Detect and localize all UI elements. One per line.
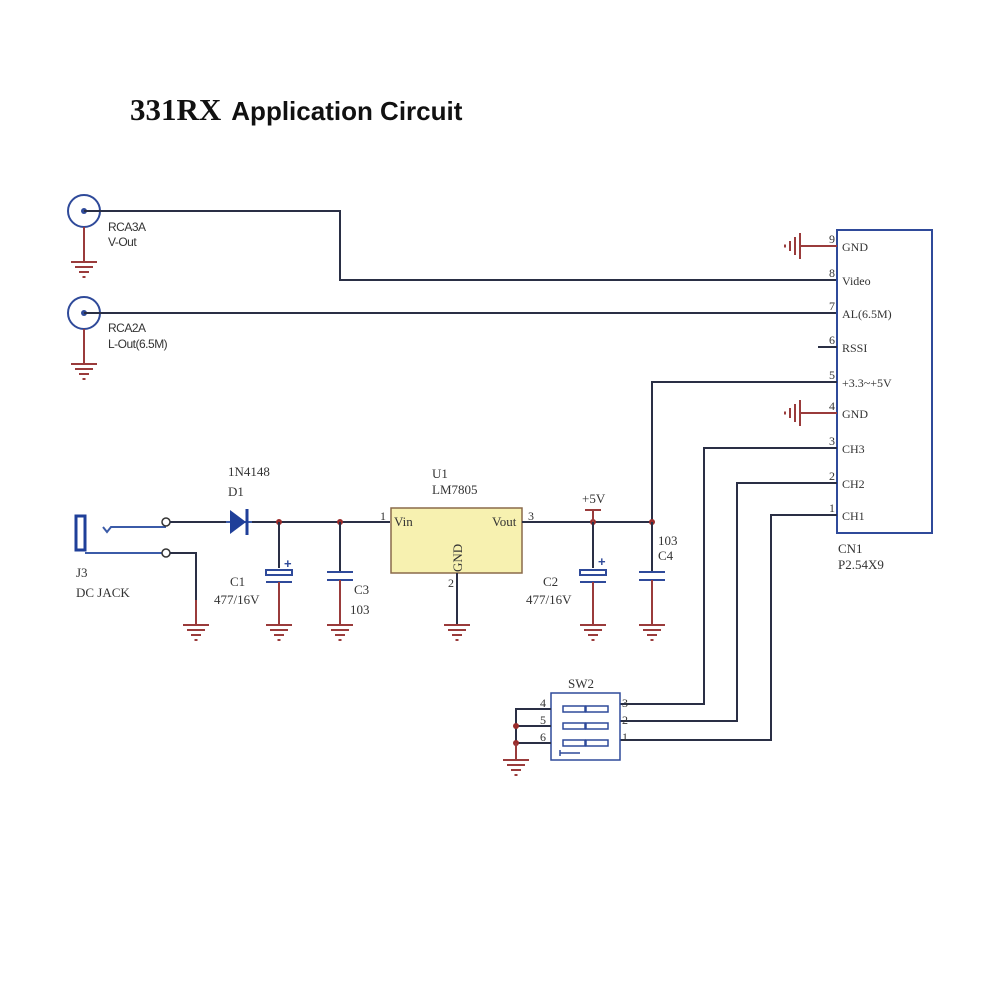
ch2-wire (620, 482, 837, 722)
ground-icon (182, 624, 210, 641)
connector-pin-label: GND (842, 240, 868, 254)
c3-ref: C3 (354, 582, 369, 597)
regulator-part: LM7805 (432, 482, 478, 497)
rca-v-ref: RCA3A (108, 220, 146, 234)
switch-pin: 1 (622, 730, 628, 744)
capacitor-c4: 103 C4 (638, 522, 678, 641)
ground-icon (784, 399, 801, 427)
connector-pin-label: AL(6.5M) (842, 307, 892, 321)
capacitor-c3: C3 103 (326, 522, 370, 641)
diode-ref: D1 (228, 484, 244, 499)
diode-d1: 1N4148 D1 (170, 464, 270, 535)
regulator-pin-gnd: 2 (448, 576, 454, 590)
connector-ref: CN1 (838, 541, 863, 556)
regulator-pin-in: 1 (380, 509, 386, 523)
c1-value: 477/16V (214, 592, 260, 607)
ground-icon (784, 232, 801, 260)
connector-pin-label: Video (842, 274, 871, 288)
title-text: Application Circuit (231, 96, 463, 126)
switch-pin: 5 (540, 713, 546, 727)
switch-pin: 2 (622, 713, 628, 727)
svg-text:+: + (598, 554, 606, 569)
connector-pin-number: 6 (829, 333, 835, 347)
c1-ref: C1 (230, 574, 245, 589)
connector-pin-label: +3.3~+5V (842, 376, 892, 390)
regulator-ref: U1 (432, 466, 448, 481)
connector-pin-number: 2 (829, 469, 835, 483)
ground-icon (265, 624, 293, 641)
ground-icon (70, 363, 98, 380)
rca-l-out: RCA2A L-Out(6.5M) (67, 296, 168, 380)
ch1-wire (620, 514, 837, 741)
connector-part: P2.54X9 (838, 557, 884, 572)
switch-ref: SW2 (568, 676, 594, 691)
connector-pin-number: 5 (829, 368, 835, 382)
connector-pin-label: GND (842, 407, 868, 421)
regulator-gnd-label: GND (450, 544, 465, 572)
connector-pin-label: RSSI (842, 341, 867, 355)
diode-part: 1N4148 (228, 464, 270, 479)
regulator-vin-label: Vin (394, 514, 413, 529)
ground-icon (502, 759, 530, 776)
connector-pin-number: 9 (829, 232, 835, 246)
c2-value: 477/16V (526, 592, 572, 607)
rca-l-ref: RCA2A (108, 321, 146, 335)
connector-pin-label: CH1 (842, 509, 865, 523)
svg-text:+: + (284, 556, 292, 571)
rca-v-label: V-Out (108, 235, 137, 249)
connector-cn1: 9GND8Video7AL(6.5M)6RSSI5+3.3~+5V4GND3CH… (829, 229, 933, 572)
regulator-vout-label: Vout (492, 514, 517, 529)
connector-pin-number: 3 (829, 434, 835, 448)
switch-pin: 6 (540, 730, 546, 744)
diagram-title: 331RX Application Circuit (130, 92, 462, 128)
dc-jack-label: DC JACK (76, 585, 130, 600)
connector-pin-label: CH2 (842, 477, 865, 491)
c4-ref: C4 (658, 548, 674, 563)
dc-jack-j3: J3 DC JACK (74, 514, 171, 600)
connector-pin-number: 4 (829, 399, 835, 413)
ground-icon (443, 624, 471, 641)
regulator-u1: U1 LM7805 Vin Vout GND 1 2 3 (380, 466, 534, 641)
connector-pin-number: 1 (829, 501, 835, 515)
switch-pin: 3 (622, 696, 628, 710)
video-wire (84, 210, 837, 281)
rca-l-label: L-Out(6.5M) (108, 337, 168, 351)
ground-icon (638, 624, 666, 641)
connector-pin-label: CH3 (842, 442, 865, 456)
rca-v-out: RCA3A V-Out (67, 194, 147, 278)
supply-5v: +5V (582, 491, 606, 522)
c4-value: 103 (658, 533, 678, 548)
ground-icon (70, 261, 98, 278)
c3-value: 103 (350, 602, 370, 617)
diode-icon (230, 510, 246, 534)
capacitor-c1: + C1 477/16V (214, 522, 293, 641)
ground-icon (579, 624, 607, 641)
dc-jack-ref: J3 (76, 565, 88, 580)
connector-pin-number: 8 (829, 266, 835, 280)
dip-switch-sw2: SW2 4 5 6 3 2 1 (540, 676, 628, 761)
power-wire (651, 381, 837, 522)
ch3-wire (620, 447, 837, 705)
switch-pin: 4 (540, 696, 546, 710)
title-part: 331RX (130, 92, 222, 127)
regulator-pin-out: 3 (528, 509, 534, 523)
ground-icon (326, 624, 354, 641)
capacitor-c2: + C2 477/16V (526, 522, 607, 641)
supply-label: +5V (582, 491, 606, 506)
connector-pin-number: 7 (829, 299, 835, 313)
c2-ref: C2 (543, 574, 558, 589)
